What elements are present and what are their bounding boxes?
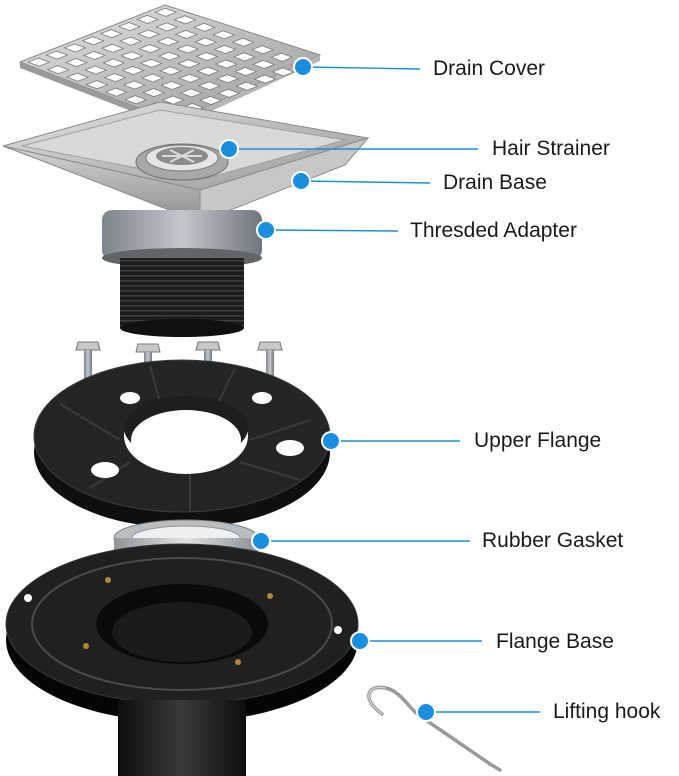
cover-hole xyxy=(194,37,218,47)
cover-hole xyxy=(231,37,255,47)
label-flange-base: Flange Base xyxy=(496,630,614,653)
cover-hole xyxy=(85,80,109,90)
cover-hole xyxy=(82,50,106,60)
cover-hole xyxy=(212,30,236,40)
cover-hole xyxy=(117,22,141,32)
cover-hole xyxy=(252,59,276,69)
flange-base-illustration xyxy=(5,543,359,776)
label-drain-base: Drain Base xyxy=(443,171,547,194)
cover-hole xyxy=(213,44,237,54)
cover-hole xyxy=(199,95,223,105)
dot-hair-strainer xyxy=(219,139,239,159)
cover-hole xyxy=(138,44,162,54)
cover-hole xyxy=(99,29,123,39)
dot-drain-cover xyxy=(293,57,313,77)
cover-hole xyxy=(192,22,216,32)
cover-hole xyxy=(197,81,221,91)
leader-drain-cover xyxy=(302,66,421,70)
cover-hole xyxy=(103,73,127,83)
cover-hole xyxy=(159,66,183,76)
cover-hole xyxy=(100,43,125,53)
cover-hole xyxy=(156,37,180,47)
dot-flange-base xyxy=(350,631,370,651)
cover-hole xyxy=(177,59,201,69)
cover-hole xyxy=(173,15,197,25)
cover-hole xyxy=(124,95,148,105)
dot-threaded-adapter xyxy=(256,220,276,240)
cover-hole xyxy=(271,67,295,77)
label-lifting-hook: Lifting hook xyxy=(553,700,661,723)
leader-drain-base xyxy=(300,180,431,184)
upper-flange-illustration xyxy=(33,359,331,528)
cover-hole xyxy=(155,22,179,32)
label-rubber-gasket: Rubber Gasket xyxy=(482,529,624,552)
cover-hole xyxy=(122,80,146,90)
cover-hole xyxy=(102,58,126,68)
cover-hole xyxy=(140,73,165,83)
cover-hole xyxy=(178,73,202,83)
label-upper-flange: Upper Flange xyxy=(474,429,602,452)
cover-hole xyxy=(270,52,294,62)
cover-hole xyxy=(135,14,160,24)
cover-hole xyxy=(119,36,143,46)
cover-hole xyxy=(196,66,220,76)
cover-hole xyxy=(179,88,203,98)
dot-drain-base xyxy=(291,171,311,191)
leader-threaded-adapter xyxy=(265,229,399,232)
cover-hole xyxy=(84,65,108,75)
cover-hole xyxy=(121,65,145,75)
threaded-adapter-illustration xyxy=(102,210,262,337)
label-drain-cover: Drain Cover xyxy=(433,57,546,80)
label-threaded-adapter: Thresded Adapter xyxy=(410,219,577,242)
cover-hole xyxy=(175,44,200,54)
dot-upper-flange xyxy=(321,431,341,451)
cover-hole xyxy=(64,58,88,68)
cover-hole xyxy=(120,51,144,61)
cover-hole xyxy=(235,81,259,91)
cover-hole xyxy=(65,72,90,82)
callout-dots xyxy=(219,57,436,722)
cover-hole xyxy=(217,88,241,98)
cover-hole xyxy=(104,87,128,97)
cover-hole xyxy=(253,74,277,84)
cover-hole xyxy=(154,7,178,17)
cover-hole xyxy=(161,95,185,105)
cover-hole xyxy=(214,59,238,69)
cover-hole xyxy=(139,58,163,68)
dot-rubber-gasket xyxy=(251,531,271,551)
cover-hole xyxy=(45,50,69,60)
cover-hole xyxy=(195,52,219,62)
hair-strainer-illustration xyxy=(135,143,229,181)
lifting-hook-illustration xyxy=(367,685,502,772)
cover-hole xyxy=(142,88,166,98)
cover-hole xyxy=(160,80,184,90)
dot-lifting-hook xyxy=(416,702,436,722)
cover-hole xyxy=(27,57,51,67)
cover-hole xyxy=(234,67,258,77)
cover-hole xyxy=(232,52,256,62)
drain-cover-illustration xyxy=(18,4,322,128)
cover-hole xyxy=(137,29,161,39)
label-hair-strainer: Hair Strainer xyxy=(492,137,610,160)
cover-hole xyxy=(81,36,105,46)
cover-hole xyxy=(174,29,198,39)
callouts xyxy=(229,66,540,713)
cover-hole xyxy=(250,45,275,55)
cover-hole xyxy=(63,43,87,53)
cover-hole xyxy=(157,51,181,61)
cover-hole xyxy=(46,65,70,75)
cover-hole xyxy=(215,74,240,84)
